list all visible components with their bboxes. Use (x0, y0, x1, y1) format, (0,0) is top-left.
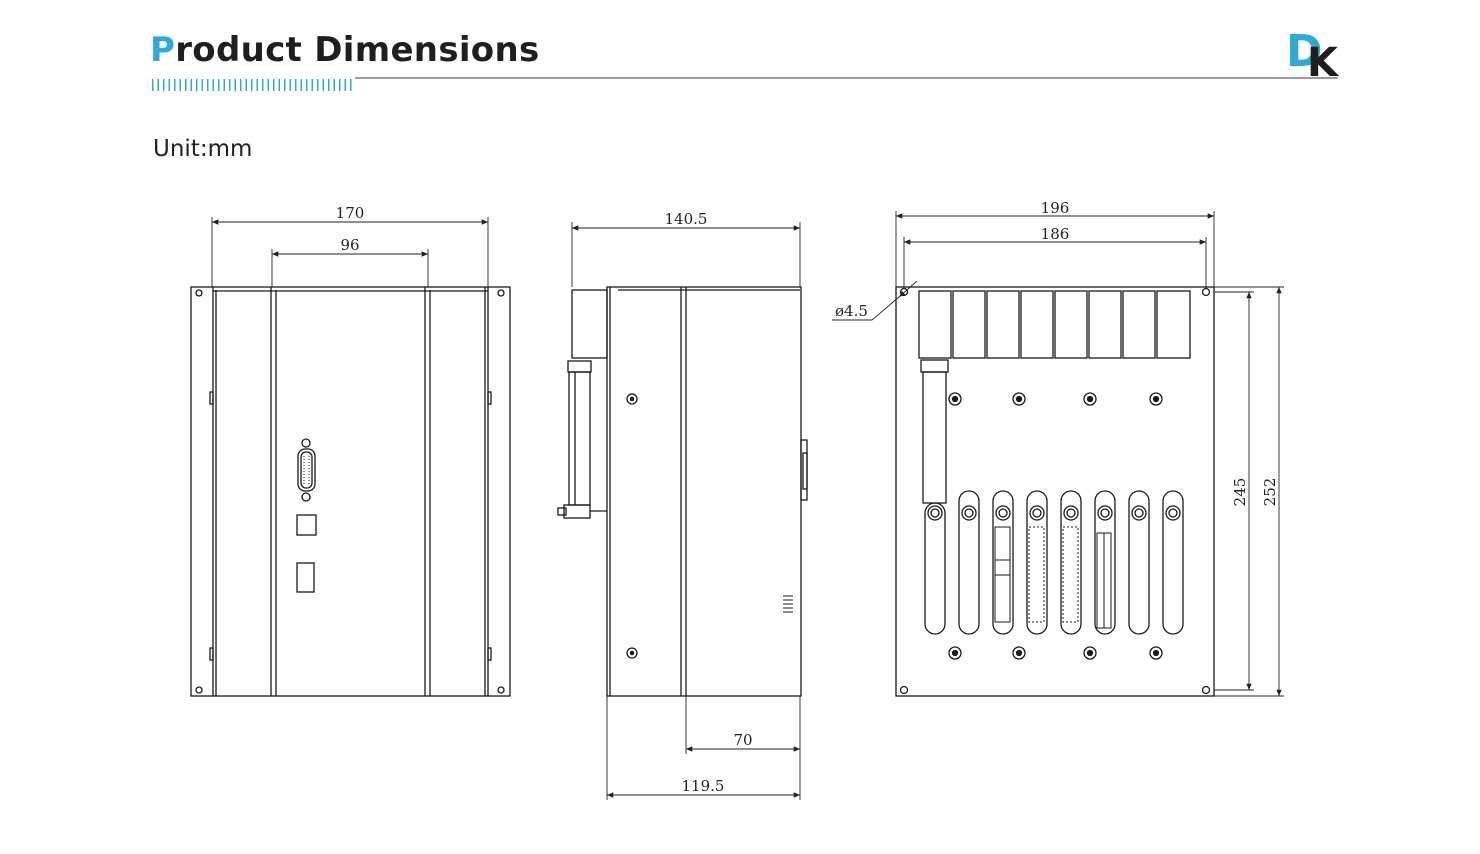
logo-letter-k: K (1307, 40, 1340, 86)
dim-side-depth-a: 70 (733, 731, 752, 749)
dim-hole-diameter: ø4.5 (835, 302, 868, 320)
dim-front-inner-width: 96 (340, 236, 359, 254)
dim-side-depth-b: 119.5 (682, 777, 725, 795)
dim-back-width-outer: 196 (1041, 199, 1070, 217)
back-dimensions (832, 211, 1284, 697)
unit-label: Unit:mm (153, 136, 253, 162)
title-text: roduct Dimensions (175, 30, 540, 70)
front-view (190, 286, 511, 697)
title-accent-letter: P (150, 30, 176, 70)
back-view (895, 286, 1215, 697)
page-title: Product Dimensions (150, 30, 540, 70)
dim-front-width: 170 (336, 204, 365, 222)
logo-letter-d: D (1286, 26, 1323, 77)
side-dimensions (571, 222, 801, 800)
dim-side-total: 140.5 (665, 210, 708, 228)
dk-logo: D K (1286, 26, 1340, 86)
dim-back-width-holes: 186 (1041, 225, 1070, 243)
dim-back-height-outer: 252 (1261, 478, 1279, 507)
dim-back-height-holes: 245 (1231, 478, 1249, 507)
front-dimensions (211, 217, 489, 287)
side-view (557, 286, 808, 697)
